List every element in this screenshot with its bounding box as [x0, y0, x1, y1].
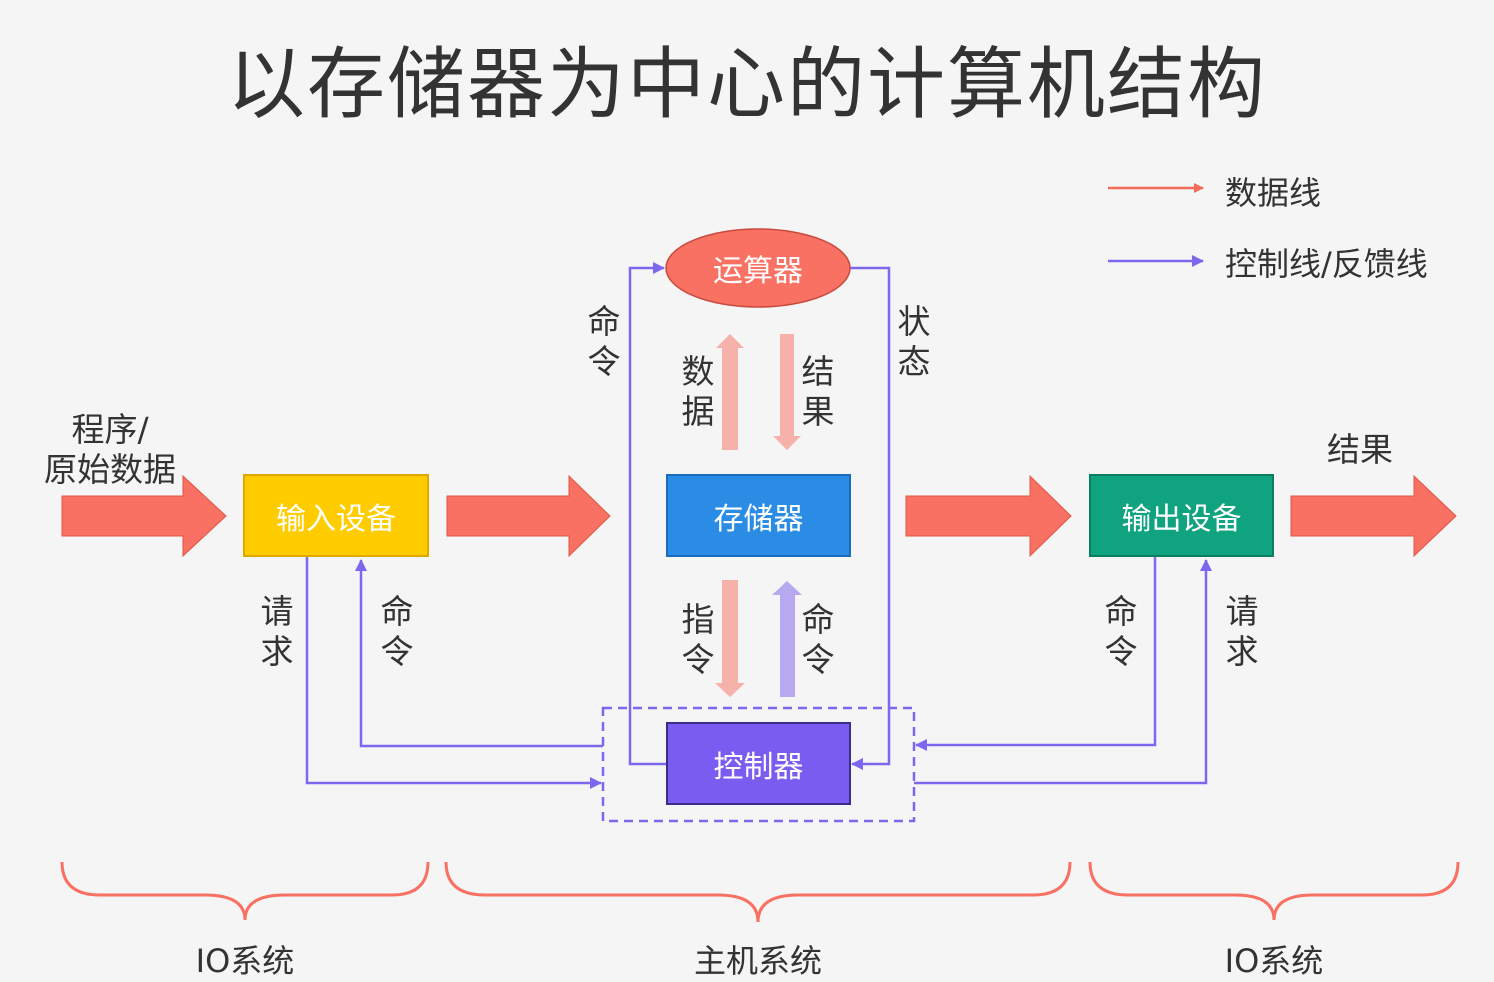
- output-device-node: 输出设备: [1089, 474, 1274, 557]
- alu-shape: [665, 228, 851, 308]
- data-up-arrow: [716, 334, 744, 450]
- input-command-label: 命令: [380, 592, 414, 671]
- output-request-line: [914, 559, 1212, 785]
- input-label: 程序/ 原始数据: [44, 410, 176, 489]
- group-center-label: 主机系统: [693, 942, 822, 980]
- status-label: 状态: [897, 302, 931, 381]
- output-command-label: 命令: [1104, 592, 1138, 671]
- input-request-line: [305, 557, 602, 789]
- output-result-label: 结果: [1327, 430, 1393, 469]
- command-to-alu-line: [628, 262, 666, 766]
- brace-right: [1088, 861, 1460, 921]
- output-request-label: 请求: [1225, 592, 1259, 671]
- controller-region: [601, 706, 916, 823]
- result-down-arrow: [773, 334, 801, 450]
- memory-to-output-arrow: [905, 474, 1072, 558]
- legend-data-label: 数据线: [1225, 174, 1322, 212]
- command-up-arrow: [772, 581, 802, 697]
- output-result-arrow: [1290, 474, 1457, 558]
- input-data-arrow: [61, 474, 227, 558]
- input-request-label: 请求: [260, 592, 294, 671]
- legend-control-label: 控制线/反馈线: [1225, 245, 1428, 283]
- input-device-node: 输入设备: [243, 474, 429, 557]
- instruction-label: 指令: [681, 600, 715, 679]
- brace-left: [60, 861, 430, 921]
- result-label: 结果: [801, 352, 835, 431]
- input-command-line: [355, 559, 603, 748]
- status-to-controller-line: [850, 266, 891, 770]
- instruction-down-arrow: [715, 580, 745, 697]
- controller-node: 控制器: [666, 722, 851, 805]
- brace-center: [444, 861, 1072, 923]
- command-top-label: 命令: [587, 302, 621, 381]
- input-to-memory-arrow: [446, 474, 611, 558]
- data-label: 数据: [681, 352, 715, 431]
- group-right-label: IO系统: [1224, 942, 1324, 980]
- page-title: 以存储器为中心的计算机结构: [226, 40, 1267, 130]
- command-mem-label: 命令: [801, 600, 835, 679]
- alu-node: 运算器: [713, 254, 803, 289]
- output-command-line: [915, 557, 1157, 751]
- memory-node: 存储器: [666, 474, 851, 557]
- group-left-label: IO系统: [195, 942, 295, 980]
